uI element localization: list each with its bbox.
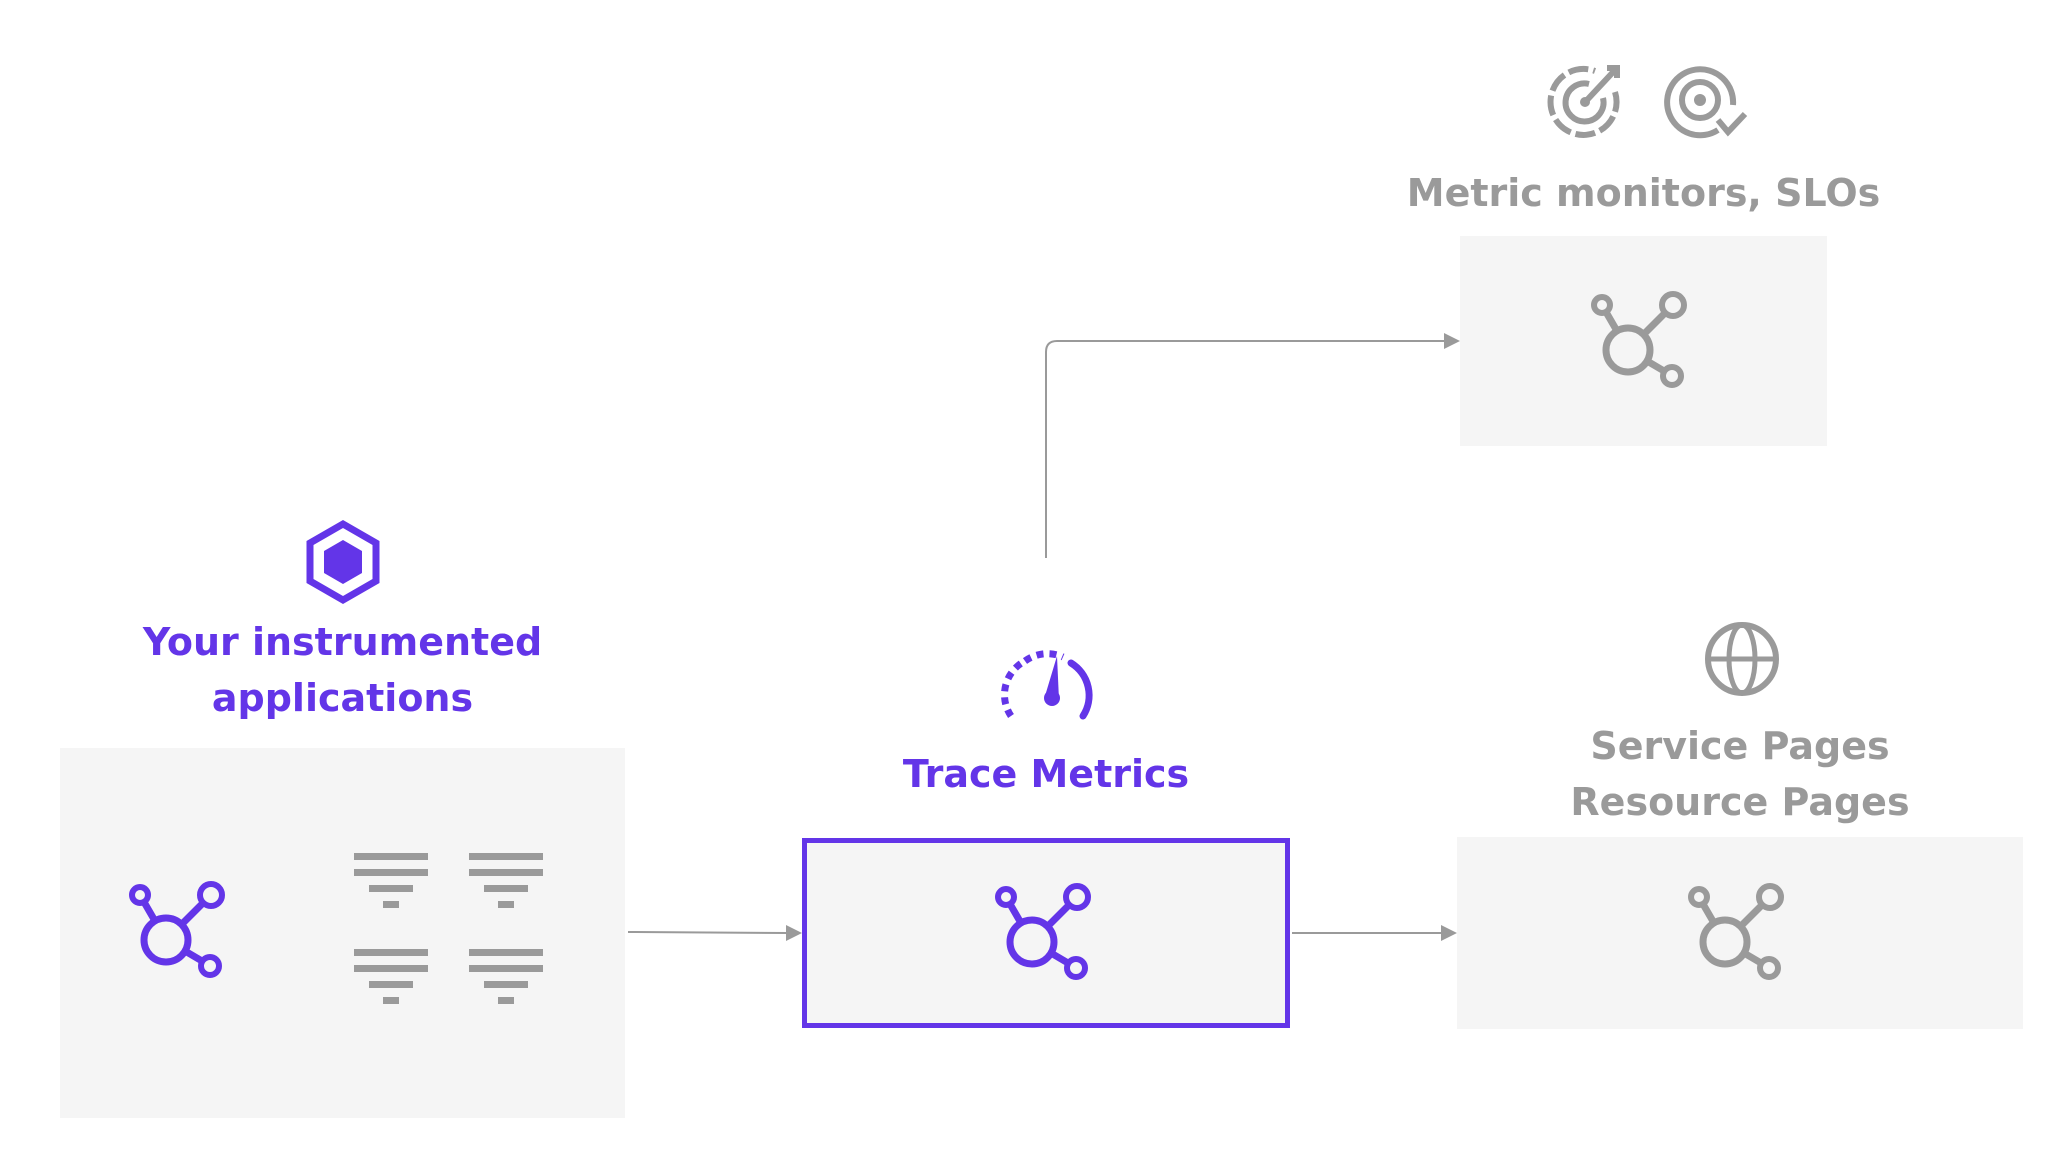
hub-icon [132,884,222,975]
apps-label: Your instrumented applications [60,614,625,726]
filter-icon [469,949,543,1004]
pages-label: Service Pages Resource Pages [1457,718,2023,830]
hub-icon [1691,886,1781,977]
apps-box [60,748,625,1118]
pages-box [1457,837,2023,1029]
filter-icon [469,853,543,908]
trace-metrics-label: Trace Metrics [902,752,1190,796]
apps-label-line1: Your instrumented [142,620,543,664]
hub-icon [1594,294,1684,385]
globe-icon [1705,622,1779,696]
apps-label-line2: applications [211,676,474,720]
target-check-icon [1547,65,1620,138]
edge-trace-to-pages [1292,925,1457,941]
edge-apps-to-trace [627,925,802,941]
pages-label-line2: Resource Pages [1570,780,1910,824]
speedometer-icon [1001,650,1093,720]
monitors-label: Metric monitors, SLOs [1406,171,1881,215]
hexagon-icon [306,519,380,605]
target-search-icon [1664,66,1748,139]
hub-icon [998,886,1088,977]
pages-label-line1: Service Pages [1590,724,1890,768]
filter-icon [354,853,428,908]
monitors-box [1460,236,1827,446]
edge-trace-to-monitors [1045,333,1460,558]
filter-icon [354,949,428,1004]
trace-metrics-box [802,838,1290,1028]
